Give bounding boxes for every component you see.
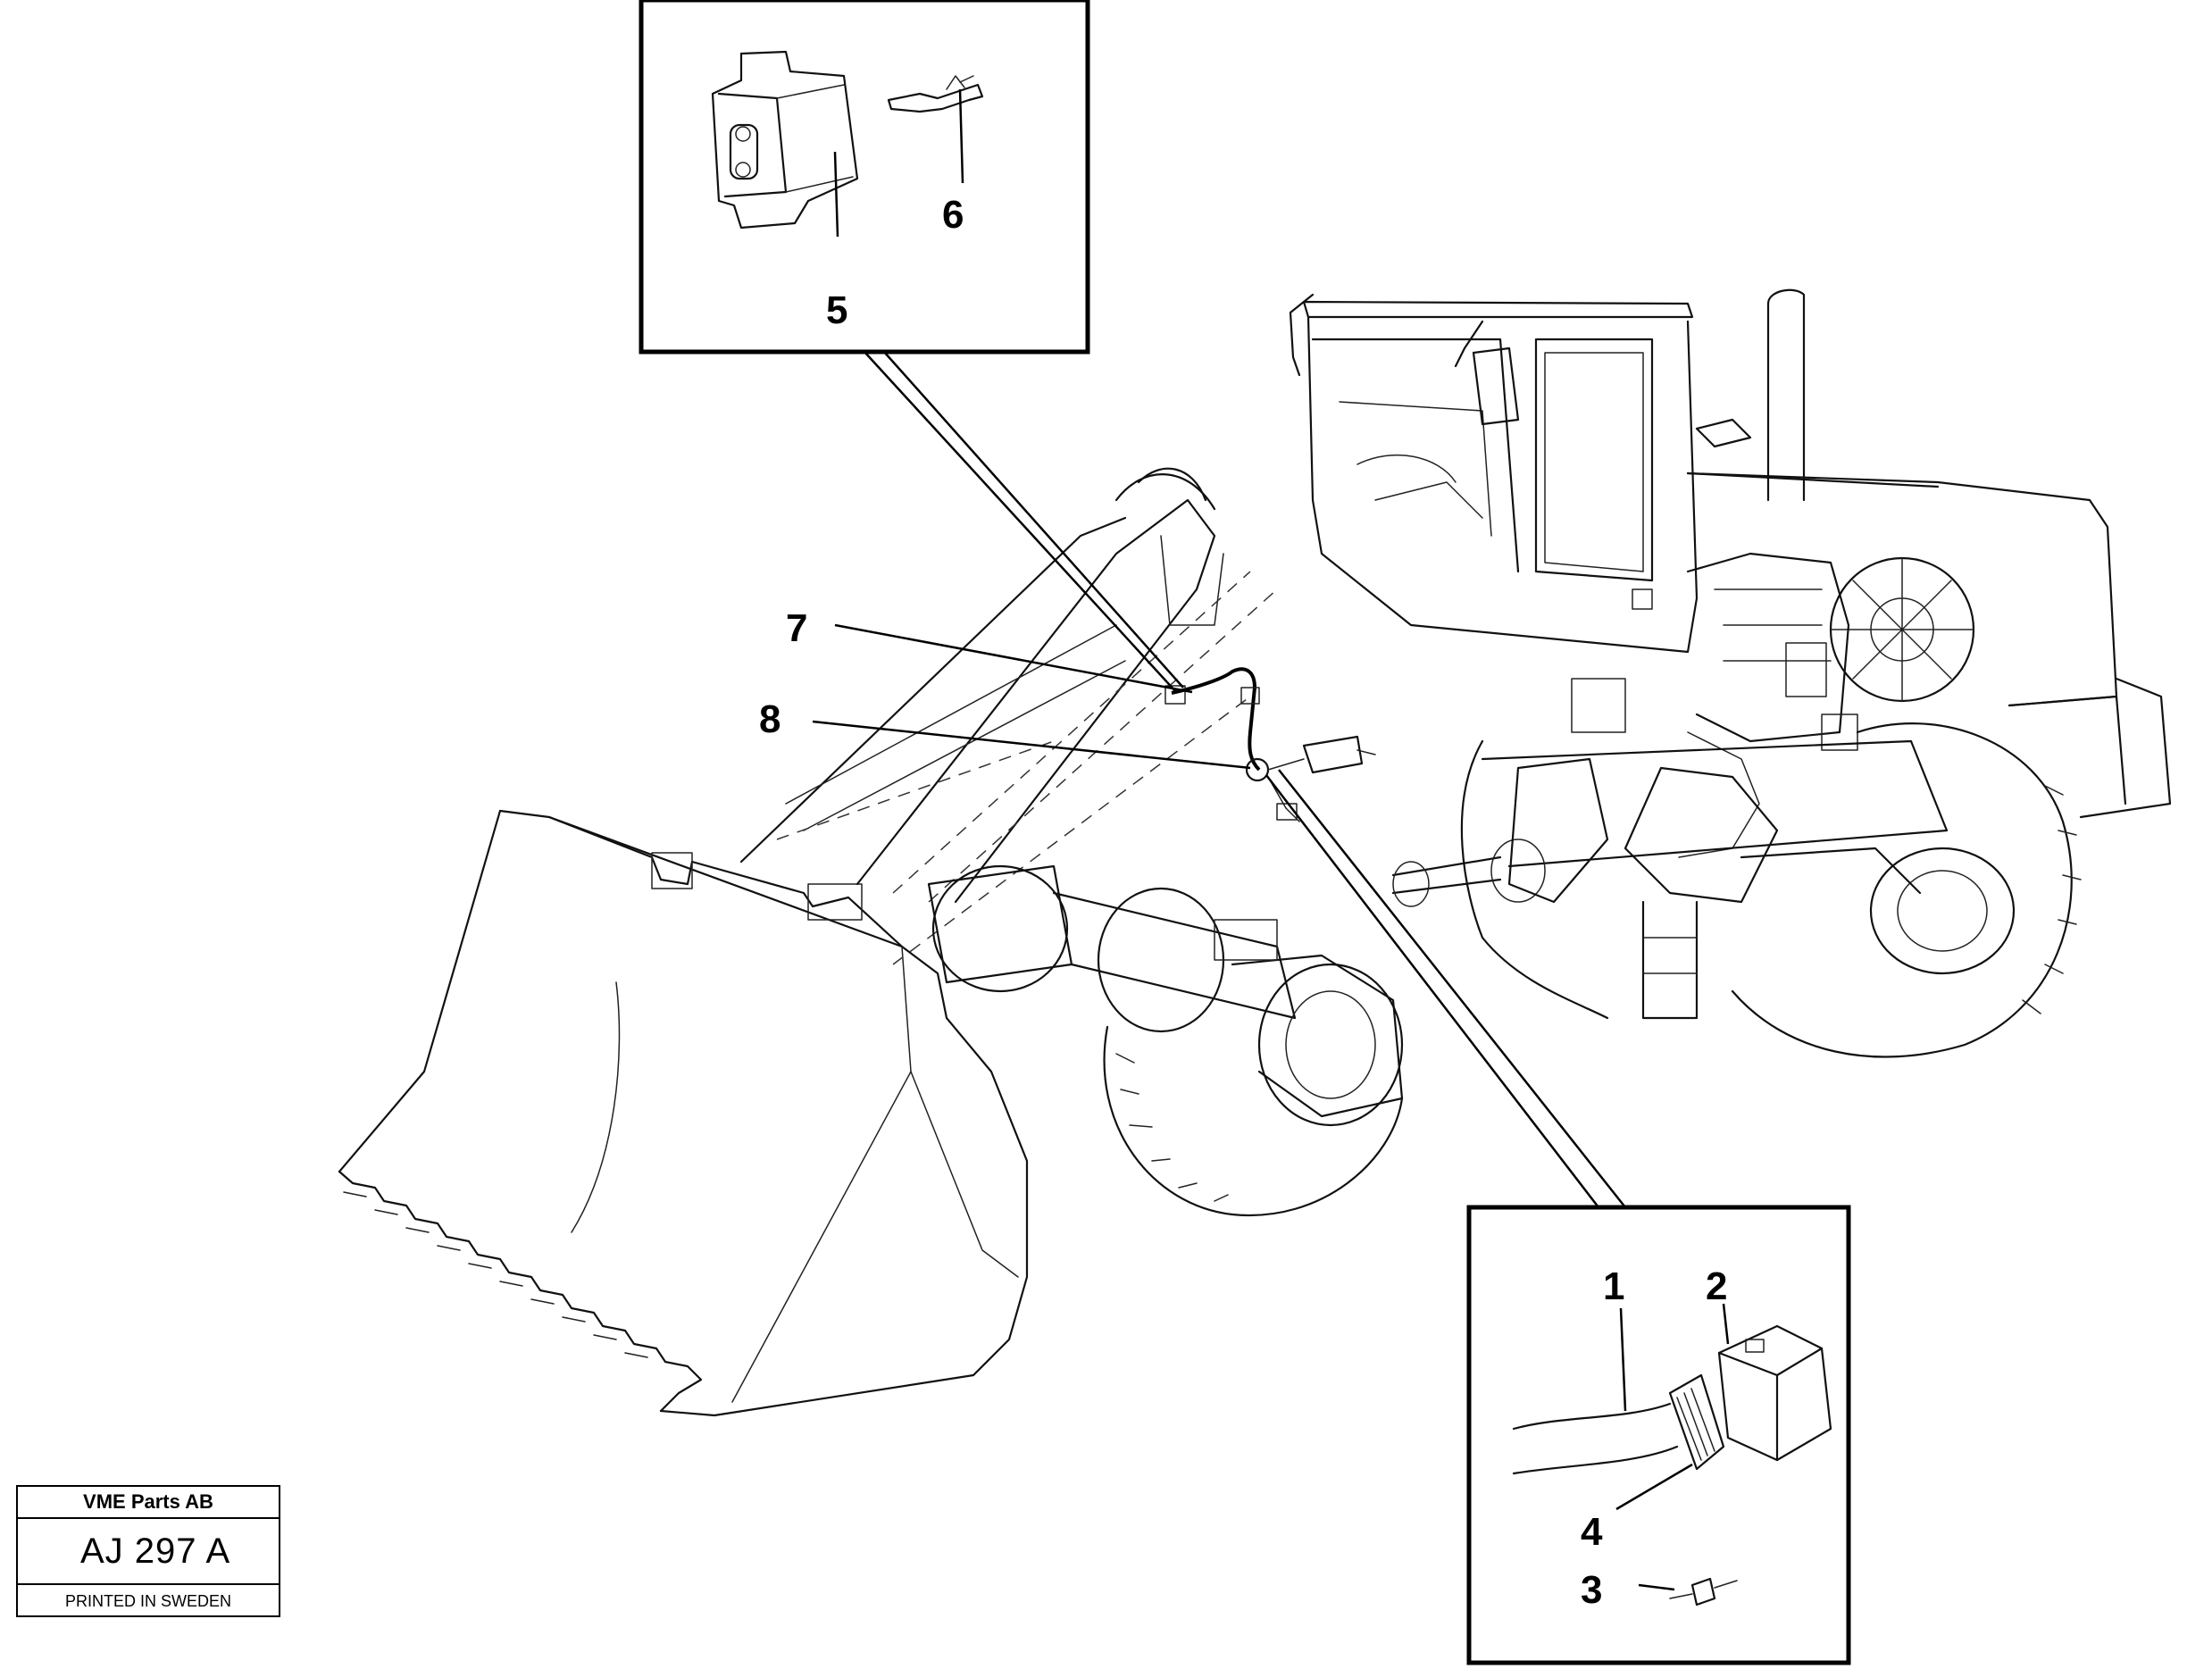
harness-callouts: 7 8 — [759, 606, 1251, 770]
callout-2: 2 — [1706, 1264, 1727, 1308]
engine-hood — [1678, 471, 2172, 858]
connector-block-icon — [1164, 685, 1186, 705]
lift-arms — [739, 467, 1278, 965]
callout-1: 1 — [1603, 1264, 1624, 1308]
cab — [1289, 288, 1806, 654]
bucket — [338, 809, 1029, 1417]
wheel-loader-illustration — [338, 288, 2172, 1417]
callout-8: 8 — [759, 697, 780, 741]
rear-axle — [1391, 678, 2082, 1058]
callout-4: 4 — [1581, 1510, 1603, 1554]
callout-6: 6 — [942, 193, 964, 237]
wiring-harness — [1164, 667, 1376, 822]
plate-code: AJ 297 A — [18, 1519, 279, 1585]
plate-company: VME Parts AB — [18, 1487, 279, 1519]
callout-5: 5 — [826, 288, 847, 332]
inset-sensor-connector: 1 2 4 3 — [1265, 769, 1851, 1665]
front-axle — [927, 864, 1404, 1217]
plate-printed: PRINTED IN SWEDEN — [64, 1592, 231, 1610]
title-plate: VME Parts AB AJ 297 A PRINTED IN SWEDEN — [16, 1485, 280, 1617]
inset-connector-housing: 5 6 — [639, 0, 1184, 694]
callout-7: 7 — [786, 606, 807, 650]
callout-3: 3 — [1581, 1568, 1602, 1612]
